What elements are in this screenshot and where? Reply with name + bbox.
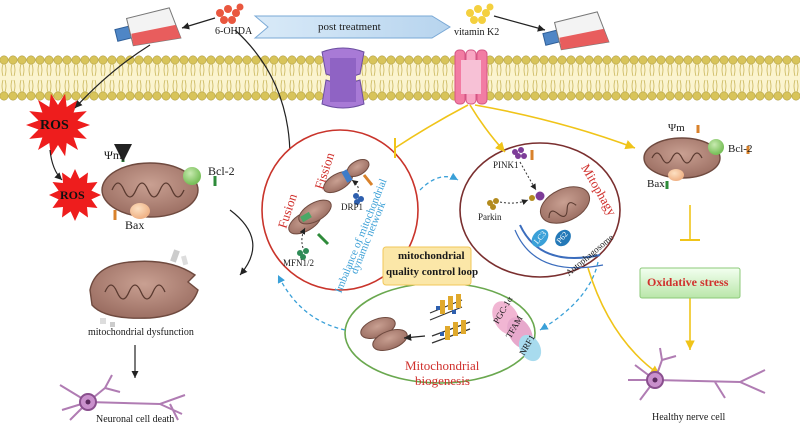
oxidative-stress-label: Oxidative stress — [647, 275, 729, 289]
post-treatment-banner — [253, 15, 451, 39]
ros-burst-top-icon — [26, 93, 90, 157]
vitamin-k2-effect-arrows — [394, 104, 700, 376]
bax-right-label: Bax — [647, 178, 665, 190]
psi-left-label: Ψm — [104, 148, 123, 162]
mitophagy-oval — [459, 142, 621, 278]
post-treatment-label: post treatment — [318, 21, 381, 33]
dysfunction-label: mitochondrial dysfunction — [88, 327, 194, 338]
toxin-label: 6-OHDA — [215, 26, 253, 37]
mitochondrion-right-icon — [643, 137, 724, 181]
quality-loop-arrows — [277, 172, 599, 331]
neuron-right-icon — [628, 347, 766, 401]
bcl2-left-label: Bcl-2 — [208, 164, 235, 178]
quality-control-loop-box — [382, 246, 472, 286]
fusion-fission-oval — [261, 129, 419, 291]
vitamin-label: vitamin K2 — [454, 27, 500, 38]
culture-flask-left-icon — [114, 7, 182, 47]
culture-flask-right-icon — [542, 11, 610, 51]
vitamin-k2-molecules-icon — [466, 3, 494, 24]
oxidative-stress-box — [639, 267, 741, 299]
death-label: Neuronal cell death — [96, 414, 175, 425]
qc-label-1: mitochondrial — [398, 250, 465, 262]
pink-channel-icon — [454, 49, 488, 105]
mitochondrion-dysfunction-icon — [89, 249, 199, 327]
bax-left-label: Bax — [125, 218, 145, 232]
biogenesis-label-1: Mitochondrial — [405, 358, 480, 373]
bcl2-right-label: Bcl-2 — [728, 143, 753, 155]
mfn-label: MFN1/2 — [283, 258, 315, 268]
ros-label-1: ROS — [40, 118, 69, 133]
drp1-label: DRP1 — [341, 202, 364, 212]
healthy-label: Healthy nerve cell — [652, 412, 726, 423]
biogenesis-oval — [344, 282, 542, 384]
psi-right-label: Ψm — [668, 122, 685, 134]
biogenesis-label-2: biogenesis — [415, 373, 470, 388]
cell-membrane — [0, 55, 800, 101]
indicator-arrows — [113, 125, 750, 246]
mitochondrion-left-icon — [101, 162, 201, 219]
purple-channel-icon — [321, 47, 365, 109]
neuron-left-icon — [59, 374, 186, 421]
ros-label-2: ROS — [60, 188, 85, 202]
ros-burst-bottom-icon — [49, 169, 101, 221]
parkin-label: Parkin — [478, 212, 502, 222]
6-ohda-molecules-icon — [216, 3, 244, 24]
qc-label-2: quality control loop — [386, 266, 479, 278]
pink1-label: PINK1 — [493, 160, 519, 170]
